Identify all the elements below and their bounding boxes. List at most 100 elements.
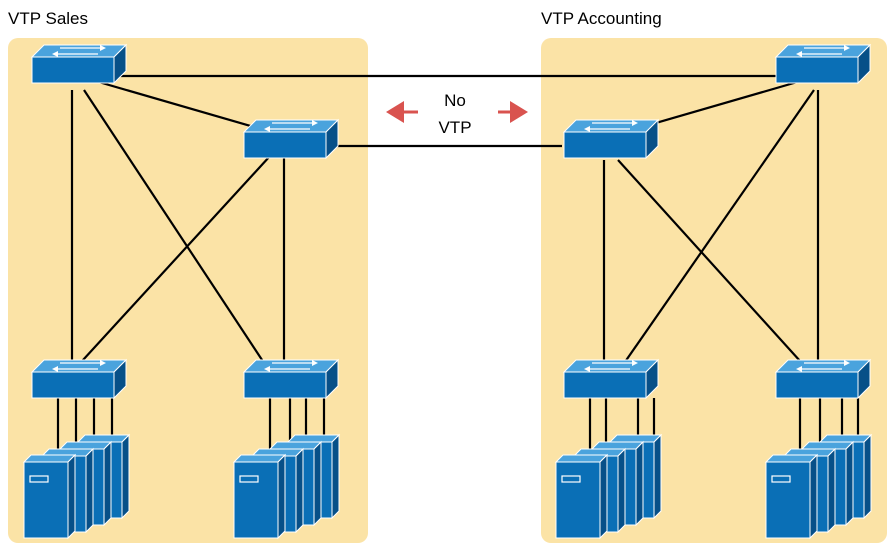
switch-front bbox=[243, 131, 327, 159]
sales-access-switch-left-icon bbox=[30, 358, 128, 400]
accounting-right-server-1 bbox=[764, 453, 819, 540]
server-side bbox=[827, 447, 836, 534]
server-top bbox=[286, 434, 341, 443]
no-vtp-arrow-head-right bbox=[510, 101, 528, 123]
server-front bbox=[23, 461, 69, 539]
switch-arrowhead bbox=[100, 45, 106, 51]
server-top bbox=[554, 454, 609, 463]
server-side bbox=[103, 440, 112, 527]
switch-arrowhead bbox=[312, 120, 318, 126]
switch-side bbox=[325, 118, 339, 160]
switch-arrowhead bbox=[312, 360, 318, 366]
switch-top bbox=[242, 119, 340, 133]
sales-access-switch-right-icon bbox=[242, 358, 340, 400]
sales-right-server-1 bbox=[232, 453, 287, 540]
switch-front bbox=[563, 371, 647, 399]
server-top bbox=[22, 454, 77, 463]
server-top bbox=[818, 434, 873, 443]
switch-arrowhead bbox=[264, 366, 270, 372]
server-side bbox=[277, 453, 286, 540]
switch-top bbox=[30, 359, 128, 373]
switch-top bbox=[774, 44, 872, 58]
sales-core-switch-icon bbox=[30, 43, 128, 85]
switch-arrowhead bbox=[52, 366, 58, 372]
link-accounting-core-to-accounting-access-left bbox=[617, 89, 815, 373]
server-top bbox=[76, 434, 131, 443]
server-drive-slot bbox=[239, 475, 259, 483]
switch-front bbox=[31, 371, 115, 399]
switch-arrowhead bbox=[264, 126, 270, 132]
server-side bbox=[599, 453, 608, 540]
switch-side bbox=[857, 358, 871, 400]
accounting-access-switch-right-icon bbox=[774, 358, 872, 400]
server-top bbox=[608, 434, 663, 443]
no-vtp-annotation: No VTP bbox=[386, 86, 528, 140]
server-side bbox=[845, 440, 854, 527]
switch-side bbox=[113, 43, 127, 85]
no-vtp-label-line2: VTP bbox=[438, 118, 471, 137]
accounting-core-switch-icon bbox=[774, 43, 872, 85]
no-vtp-label-bg bbox=[418, 86, 498, 140]
server-side bbox=[635, 440, 644, 527]
switch-arrowhead bbox=[796, 51, 802, 57]
switch-arrowhead bbox=[844, 45, 850, 51]
server-drive-slot bbox=[771, 475, 791, 483]
server-drive-slot bbox=[29, 475, 49, 483]
no-vtp-label-line1: No bbox=[444, 91, 466, 110]
link-sales-dist-to-sales-access-left bbox=[71, 155, 271, 373]
sales-distribution-switch-icon bbox=[242, 118, 340, 160]
switch-arrowhead bbox=[796, 366, 802, 372]
switch-side bbox=[325, 358, 339, 400]
switch-arrowhead bbox=[584, 366, 590, 372]
switch-arrowhead bbox=[584, 126, 590, 132]
switch-arrowhead bbox=[844, 360, 850, 366]
vtp-accounting-label: VTP Accounting bbox=[541, 9, 662, 28]
switch-front bbox=[31, 56, 115, 84]
accounting-left-server-1 bbox=[554, 453, 609, 540]
switch-side bbox=[857, 43, 871, 85]
switch-arrowhead bbox=[100, 360, 106, 366]
server-top bbox=[58, 441, 113, 450]
server-side bbox=[809, 453, 818, 540]
switch-arrowhead bbox=[632, 360, 638, 366]
no-vtp-arrow-head-left bbox=[386, 101, 404, 123]
server-side bbox=[295, 447, 304, 534]
server-top bbox=[800, 441, 855, 450]
vtp-sales-label: VTP Sales bbox=[8, 9, 89, 28]
accounting-distribution-switch-icon bbox=[562, 118, 660, 160]
server-side bbox=[121, 433, 130, 520]
server-side bbox=[331, 433, 340, 520]
switch-top bbox=[562, 119, 660, 133]
switch-front bbox=[243, 371, 327, 399]
switch-side bbox=[645, 358, 659, 400]
switch-front bbox=[563, 131, 647, 159]
devices bbox=[22, 43, 873, 540]
switch-side bbox=[113, 358, 127, 400]
switch-front bbox=[775, 56, 859, 84]
switch-top bbox=[562, 359, 660, 373]
server-front bbox=[555, 461, 601, 539]
switch-top bbox=[30, 44, 128, 58]
server-side bbox=[863, 433, 872, 520]
server-side bbox=[653, 433, 662, 520]
accounting-access-switch-left-icon bbox=[562, 358, 660, 400]
switch-arrowhead bbox=[52, 51, 58, 57]
server-side bbox=[85, 447, 94, 534]
link-accounting-dist-to-accounting-access-right bbox=[617, 159, 811, 373]
link-sales-core-to-sales-access-right bbox=[83, 89, 271, 373]
server-drive-slot bbox=[561, 475, 581, 483]
server-top bbox=[764, 454, 819, 463]
switch-front bbox=[775, 371, 859, 399]
sales-left-server-1 bbox=[22, 453, 77, 540]
server-side bbox=[313, 440, 322, 527]
switch-top bbox=[774, 359, 872, 373]
server-top bbox=[232, 454, 287, 463]
switch-side bbox=[645, 118, 659, 160]
server-top bbox=[590, 441, 645, 450]
server-top bbox=[268, 441, 323, 450]
server-front bbox=[233, 461, 279, 539]
server-side bbox=[617, 447, 626, 534]
switch-arrowhead bbox=[632, 120, 638, 126]
server-front bbox=[765, 461, 811, 539]
